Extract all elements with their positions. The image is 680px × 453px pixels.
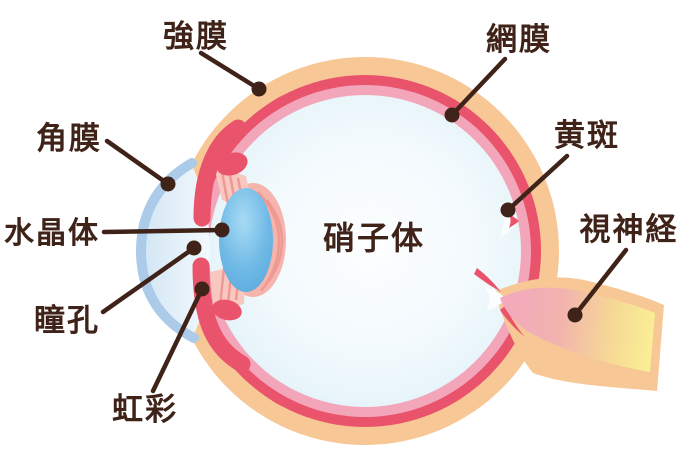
leader-line-sclera <box>198 50 262 92</box>
leader-dot-lens <box>214 222 230 238</box>
retina-lip-upper <box>474 268 501 292</box>
optic-nerve <box>500 287 655 372</box>
leader-line-pupil <box>100 245 197 315</box>
leader-dot-retina <box>444 107 460 123</box>
leader-line-lens <box>101 227 225 235</box>
label-sclera: 強膜 <box>163 19 229 54</box>
leader-line-optic-nerve <box>572 247 629 318</box>
iris-upper <box>193 119 247 227</box>
leader-dot-pupil <box>186 240 202 256</box>
ciliary-body-lower <box>212 299 242 321</box>
leader-dot-macula <box>500 202 516 218</box>
label-optic-nerve: 視神経 <box>580 212 679 247</box>
ciliary-body-upper <box>216 152 248 176</box>
label-iris: 虹彩 <box>112 392 178 427</box>
lens <box>219 188 273 292</box>
leader-line-retina <box>449 56 508 118</box>
retina-lip-lower <box>500 306 525 337</box>
leader-dot-optic-nerve <box>567 307 583 323</box>
leader-dot-cornea <box>160 176 176 192</box>
leader-dots <box>160 81 583 323</box>
label-macula: 黄斑 <box>554 118 620 153</box>
vitreous-body <box>209 95 521 407</box>
optic-disc-gap <box>485 287 503 311</box>
label-lens: 水晶体 <box>4 217 100 250</box>
label-retina: 網膜 <box>486 22 552 57</box>
label-vitreous: 硝子体 <box>323 220 425 256</box>
leader-line-iris <box>150 286 205 394</box>
leader-dot-iris <box>194 281 210 297</box>
leader-dot-sclera <box>251 81 267 97</box>
label-pupil: 瞳孔 <box>34 303 100 338</box>
macula-fovea-pinch <box>509 214 519 228</box>
leader-line-macula <box>505 153 570 213</box>
label-cornea: 角膜 <box>36 121 102 156</box>
leader-lines <box>100 50 629 394</box>
leader-line-cornea <box>104 138 171 187</box>
lens-capsule-stripe <box>265 199 284 283</box>
